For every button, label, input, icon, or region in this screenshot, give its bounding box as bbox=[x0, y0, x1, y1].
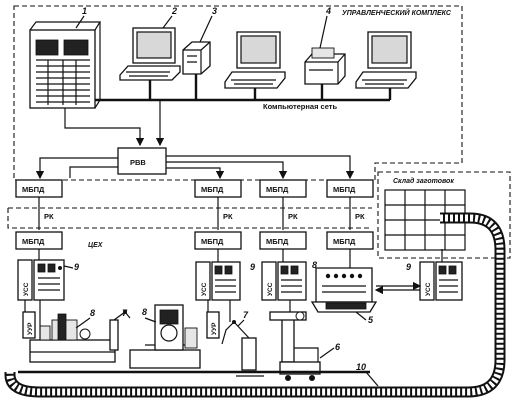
svg-text:МБПД: МБПД bbox=[266, 185, 289, 194]
workstation-middle bbox=[224, 31, 286, 89]
main-computer-cabinet bbox=[29, 21, 102, 109]
mbpd-upper-1: МБПД bbox=[15, 179, 63, 198]
svg-text:МБПД: МБПД bbox=[266, 237, 289, 246]
rvv-label: РВВ bbox=[130, 158, 146, 167]
rk-label-4: РК bbox=[355, 212, 365, 221]
svg-text:УУР: УУР bbox=[211, 322, 218, 335]
callout-8-small: 8 bbox=[312, 260, 317, 270]
svg-text:УСС: УСС bbox=[267, 282, 274, 296]
mbpd-lower-2: МБПД bbox=[194, 231, 242, 250]
svg-text:МБПД: МБПД bbox=[333, 185, 356, 194]
rk-label-1: РК bbox=[44, 212, 54, 221]
robot-7-left bbox=[109, 310, 131, 351]
machine-tool-8-center bbox=[129, 304, 201, 369]
mbpd-upper-2: МБПД bbox=[194, 179, 242, 198]
svg-text:УСС: УСС bbox=[201, 282, 208, 296]
callout-9c: 9 bbox=[406, 262, 411, 272]
rk-label-2: РК bbox=[223, 212, 233, 221]
callout-1: 1 bbox=[82, 6, 87, 16]
callout-10: 10 bbox=[356, 362, 366, 372]
callout-8b: 8 bbox=[142, 307, 147, 317]
control-console-5 bbox=[310, 267, 378, 313]
conveyor-loop bbox=[4, 212, 506, 398]
blank-warehouse: Склад заготовок bbox=[377, 171, 511, 259]
controller-uss-2: УСС bbox=[195, 261, 241, 301]
svg-text:УСС: УСС bbox=[425, 282, 432, 296]
printer-4 bbox=[304, 47, 346, 85]
mbpd-upper-3: МБПД bbox=[259, 179, 307, 198]
robot-7-middle bbox=[221, 320, 264, 377]
peripheral-unit-3 bbox=[182, 41, 211, 75]
callout-7a: 7 bbox=[122, 308, 128, 318]
warehouse-label: Склад заготовок bbox=[393, 177, 454, 185]
mbpd-upper-4: МБПД bbox=[326, 179, 374, 198]
workstation-2 bbox=[119, 27, 181, 81]
callout-6: 6 bbox=[335, 342, 341, 352]
control-complex-boundary bbox=[13, 5, 463, 181]
mbpd-lower-3: МБПД bbox=[259, 231, 307, 250]
callout-9b: 9 bbox=[250, 262, 255, 272]
svg-text:МБПД: МБПД bbox=[201, 185, 224, 194]
svg-text:МБПД: МБПД bbox=[333, 237, 356, 246]
callout-7b: 7 bbox=[243, 310, 249, 320]
controller-uss-4: УСС bbox=[419, 261, 463, 301]
controller-uss-3: УСС bbox=[261, 261, 307, 301]
callout-2: 2 bbox=[171, 6, 177, 16]
controller-uss-1: УСС bbox=[17, 259, 65, 301]
svg-text:УСС: УСС bbox=[23, 282, 30, 296]
rk-label-3: РК bbox=[288, 212, 298, 221]
svg-text:УУР: УУР bbox=[27, 322, 34, 335]
shop-boundary bbox=[7, 207, 372, 229]
callout-5: 5 bbox=[368, 315, 374, 325]
shop-label: ЦЕХ bbox=[88, 242, 104, 249]
callout-4: 4 bbox=[325, 6, 331, 16]
svg-text:МБПД: МБПД bbox=[22, 185, 45, 194]
machine-tool-8-left bbox=[29, 313, 116, 363]
network-label: Компьютерная сеть bbox=[263, 102, 337, 111]
callout-8a: 8 bbox=[90, 308, 95, 318]
network-bus bbox=[95, 74, 392, 102]
manipulator-6 bbox=[269, 311, 321, 381]
uur-controller-1: УУР bbox=[22, 311, 36, 339]
control-complex-label: УПРАВЛЕНЧЕСКИЙ КОМПЛЕКС bbox=[342, 8, 452, 17]
uur-controller-2: УУР bbox=[206, 311, 220, 339]
callout-9a: 9 bbox=[74, 262, 79, 272]
workstation-right bbox=[355, 31, 417, 89]
mbpd-lower-4: МБПД bbox=[326, 231, 374, 250]
svg-text:МБПД: МБПД bbox=[201, 237, 224, 246]
callout-3: 3 bbox=[212, 6, 217, 16]
svg-text:МБПД: МБПД bbox=[22, 237, 45, 246]
rvv-block bbox=[117, 147, 167, 175]
mbpd-lower-1: МБПД bbox=[15, 231, 63, 250]
